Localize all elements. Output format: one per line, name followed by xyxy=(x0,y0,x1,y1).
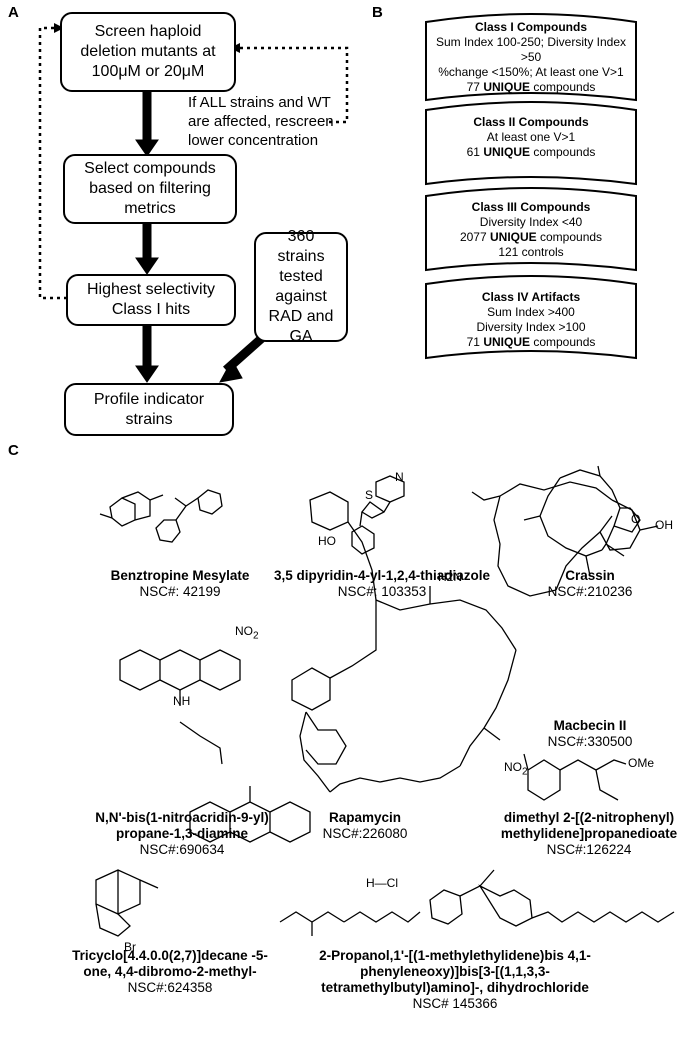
class-line: At least one V>1 xyxy=(486,130,576,144)
panel-b-label: B xyxy=(372,4,383,21)
atom-oh: OH xyxy=(655,518,673,532)
atom-h2n: H2N xyxy=(438,570,463,584)
atom-nh: NH xyxy=(173,694,191,708)
compound-nitrophenyl: dimethyl 2-[(2-nitrophenyl) methylidene]… xyxy=(500,810,678,857)
class-suffix: compounds xyxy=(533,80,596,94)
class-count: 61 xyxy=(466,145,480,159)
crassin-structure xyxy=(523,465,641,577)
nitrophenyl-structure xyxy=(523,753,627,801)
atom-s: S xyxy=(365,488,374,502)
flow-box-strains: 360 strains tested against RAD and GA xyxy=(254,228,348,345)
class-suffix: compounds xyxy=(540,230,603,244)
atom-n: N xyxy=(395,470,404,484)
tricyclodecane-structure xyxy=(95,869,159,937)
class-box-shapes xyxy=(425,13,637,360)
class-title: Class IV Artifacts xyxy=(481,290,581,304)
class-title: Class I Compounds xyxy=(474,20,587,34)
rescreen-note: If ALL strains and WT are affected, resc… xyxy=(188,94,334,149)
flow-box-profile: Profile indicator strains xyxy=(64,383,234,436)
thiadiazole-structure xyxy=(351,475,405,555)
class-count: 2077 xyxy=(459,230,487,244)
class-iii-box: Class III Compounds Diversity Index <40 … xyxy=(426,200,636,260)
atom-ho: HO xyxy=(318,534,336,548)
class-suffix: compounds xyxy=(533,335,596,349)
atom-o: O xyxy=(631,512,641,526)
benztropine-structure xyxy=(99,489,223,543)
panel-a-label: A xyxy=(8,4,19,21)
class-title: Class II Compounds xyxy=(473,115,589,129)
macbecin-structure xyxy=(471,481,659,597)
class-line: Sum Index 100-250; Diversity Index >50 xyxy=(435,35,627,64)
class-iv-box: Class IV Artifacts Sum Index >400 Divers… xyxy=(426,290,636,350)
bisamine-structure xyxy=(279,869,675,936)
flow-box-screen: Screen haploid deletion mutants at 100μM… xyxy=(60,12,236,92)
class-unique: UNIQUE xyxy=(489,230,537,244)
compound-bisamine: 2-Propanol,1'-[(1-methylethylidene)bis 4… xyxy=(319,948,591,1011)
compound-nitroacridine: N,N'-bis(1-nitroacridin-9-yl) propane-1,… xyxy=(95,810,269,857)
class-title: Class III Compounds xyxy=(471,200,591,214)
atom-ome: OMe xyxy=(628,756,655,770)
class-suffix: compounds xyxy=(533,145,596,159)
class-unique: UNIQUE xyxy=(483,145,530,159)
atom-no2-b: NO2 xyxy=(504,760,528,778)
class-count: 77 xyxy=(466,80,480,94)
atom-hcl: H—Cl xyxy=(366,876,398,890)
class-i-box: Class I Compounds Sum Index 100-250; Div… xyxy=(426,20,636,95)
atom-no2: NO2 xyxy=(235,624,259,642)
flow-box-highest: Highest selectivity Class I hits xyxy=(66,274,236,326)
class-line: Sum Index >400 xyxy=(487,305,575,319)
rapamycin-structure xyxy=(291,491,517,793)
class-unique: UNIQUE xyxy=(483,80,530,94)
flow-box-select: Select compounds based on filtering metr… xyxy=(63,154,237,224)
chemical-structures xyxy=(95,465,675,937)
atom-br: Br xyxy=(124,940,136,954)
class-ii-box: Class II Compounds At least one V>1 61 U… xyxy=(426,115,636,160)
class-line: %change <150%; At least one V>1 xyxy=(438,65,624,79)
class-unique: UNIQUE xyxy=(483,335,530,349)
flow-connectors xyxy=(38,23,349,383)
class-extra: 121 controls xyxy=(498,245,564,259)
class-line: Diversity Index >100 xyxy=(476,320,586,334)
compound-tricyclodecane: Tricyclo[4.4.0.0(2,7)]decane -5-one, 4,4… xyxy=(72,948,268,995)
panel-c-label: C xyxy=(8,442,19,459)
nitroacridine-structure xyxy=(119,649,311,843)
class-count: 71 xyxy=(466,335,480,349)
class-line: Diversity Index <40 xyxy=(479,215,583,229)
